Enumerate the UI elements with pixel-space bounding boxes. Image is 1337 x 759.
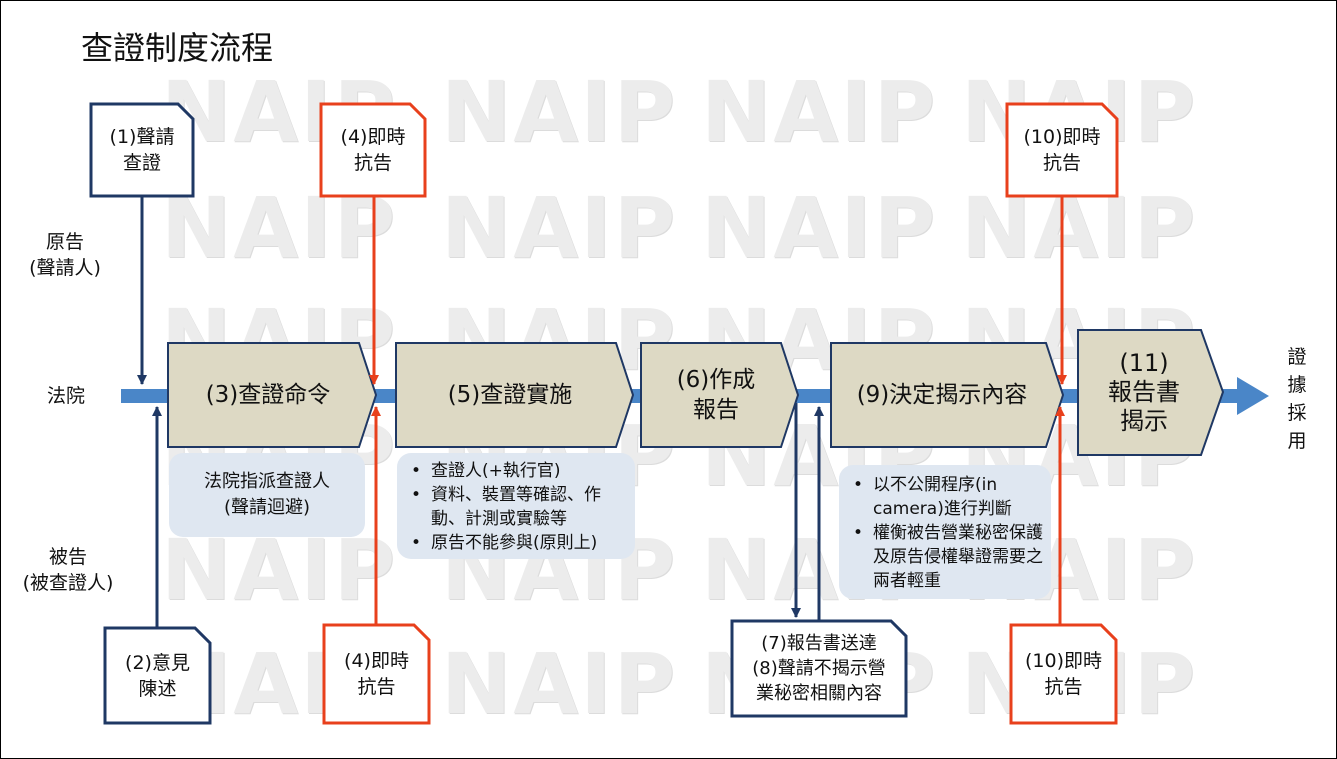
watermark-text: NAIP bbox=[441, 179, 678, 277]
stage-5-shape bbox=[395, 342, 635, 448]
stage-5-label: (5)查證實施 bbox=[447, 382, 573, 408]
stage-6-shape bbox=[640, 342, 800, 448]
note-stage-5-item: 資料、裝置等確認、作動、計測或實驗等 bbox=[411, 483, 627, 531]
stage-11-label: (11) 報告書 揭示 bbox=[1108, 349, 1180, 435]
stage-6-label: (6)作成 報告 bbox=[676, 367, 756, 423]
doc-78-shape bbox=[730, 619, 908, 718]
end-label: 證 據 採 用 bbox=[1287, 346, 1307, 452]
stage-9-label: (9)決定揭示內容 bbox=[856, 382, 1028, 408]
main-flow-arrowhead bbox=[1237, 377, 1269, 415]
doc-10b-shape bbox=[1009, 623, 1118, 725]
doc-10b-text: (10)即時 抗告 bbox=[1024, 650, 1102, 698]
doc-4a-shape bbox=[319, 102, 427, 198]
note-stage-5-item: 查證人(+執行官) bbox=[411, 459, 627, 483]
doc-78-text: (7)報告書送達 (8)聲請不揭示營 業秘密相關內容 bbox=[752, 633, 886, 704]
doc-4b-text: (4)即時 抗告 bbox=[344, 650, 409, 698]
label-defendant: 被告 (被查證人) bbox=[22, 546, 114, 594]
page-title: 查證制度流程 bbox=[81, 29, 274, 67]
watermark-text: NAIP bbox=[441, 63, 678, 161]
doc-10a-text: (10)即時 抗告 bbox=[1023, 126, 1101, 174]
doc-4a-text: (4)即時 抗告 bbox=[340, 126, 406, 174]
doc-2-shape bbox=[103, 626, 212, 725]
watermark-text: NAIP bbox=[441, 635, 678, 733]
stage-3-label: (3)查證命令 bbox=[205, 382, 331, 408]
note-stage-5-item: 原告不能參與(原則上) bbox=[411, 531, 627, 555]
doc-4b-shape bbox=[322, 623, 431, 725]
doc-1-shape bbox=[89, 102, 195, 198]
stage-11-shape bbox=[1077, 329, 1225, 456]
doc-1-text: (1)聲請 查證 bbox=[109, 126, 175, 174]
note-stage-5: 查證人(+執行官) 資料、裝置等確認、作動、計測或實驗等 原告不能參與(原則上) bbox=[397, 453, 635, 559]
doc-10a-shape bbox=[1005, 102, 1119, 198]
watermark-text: NAIP bbox=[701, 63, 938, 161]
doc-2-text: (2)意見 陳述 bbox=[125, 651, 190, 700]
watermark-text: NAIP bbox=[701, 179, 938, 277]
note-stage-9: 以不公開程序(in camera)進行判斷 權衡被告營業秘密保護及原告侵權舉證需… bbox=[839, 465, 1051, 599]
stage-9-shape bbox=[830, 342, 1065, 448]
note-stage-9-item: 權衡被告營業秘密保護及原告侵權舉證需要之兩者輕重 bbox=[853, 521, 1043, 593]
stage-3-shape bbox=[167, 342, 378, 448]
label-plaintiff: 原告 (聲請人) bbox=[29, 231, 101, 279]
label-court: 法院 bbox=[46, 385, 85, 407]
watermark-text: NAIP bbox=[161, 521, 398, 619]
note-stage-9-item: 以不公開程序(in camera)進行判斷 bbox=[853, 473, 1043, 521]
note-stage-3: 法院指派查證人 (聲請迴避) bbox=[169, 453, 365, 537]
